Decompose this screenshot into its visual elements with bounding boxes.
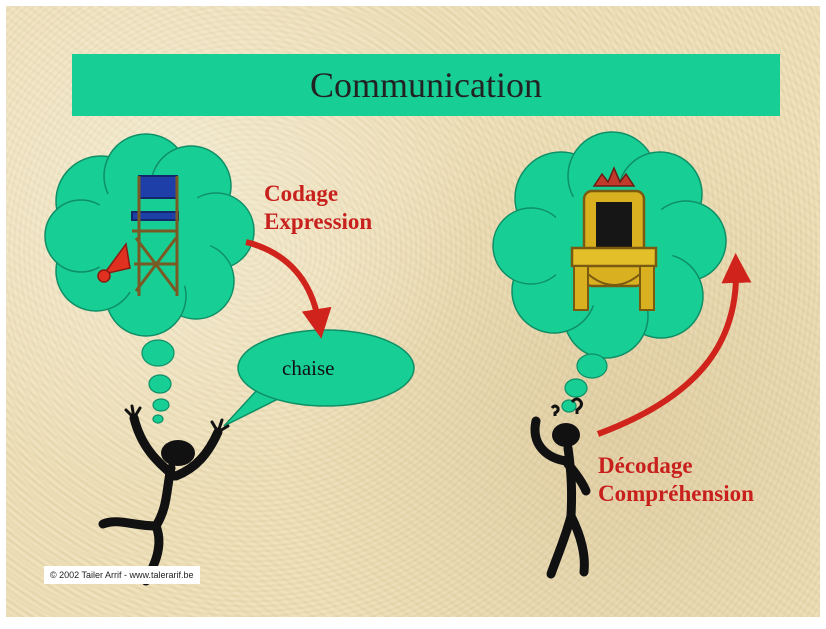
speech-text: chaise bbox=[282, 356, 335, 380]
left-figure-fingers bbox=[124, 404, 230, 434]
arrow-decoding bbox=[596, 253, 752, 437]
encoding-label-line1: Codage bbox=[264, 181, 339, 206]
thought-cloud-left bbox=[44, 133, 255, 337]
stick-figure-icon bbox=[98, 413, 223, 586]
megaphone-icon bbox=[97, 242, 131, 283]
title-bar: Communication bbox=[72, 54, 780, 116]
throne-icon bbox=[570, 166, 658, 311]
decoding-label-line2: Compréhension bbox=[598, 481, 754, 506]
question-marks bbox=[550, 397, 583, 416]
slide: Communication bbox=[6, 6, 820, 617]
decoding-label-line1: Décodage bbox=[598, 453, 693, 478]
encoding-label-line2: Expression bbox=[264, 209, 373, 234]
thought-trail-right bbox=[561, 353, 608, 413]
thought-trail-left bbox=[141, 339, 175, 424]
thinking-figure-icon bbox=[530, 416, 591, 579]
decoding-label: Décodage Compréhension bbox=[598, 452, 754, 508]
arrow-encoding bbox=[245, 239, 332, 339]
illustration bbox=[44, 131, 752, 586]
slide-title: Communication bbox=[310, 65, 542, 105]
copyright-notice: © 2002 Tailer Arrif - www.talerarif.be bbox=[44, 566, 200, 584]
encoding-label: Codage Expression bbox=[264, 180, 372, 236]
director-chair-icon bbox=[131, 175, 179, 296]
